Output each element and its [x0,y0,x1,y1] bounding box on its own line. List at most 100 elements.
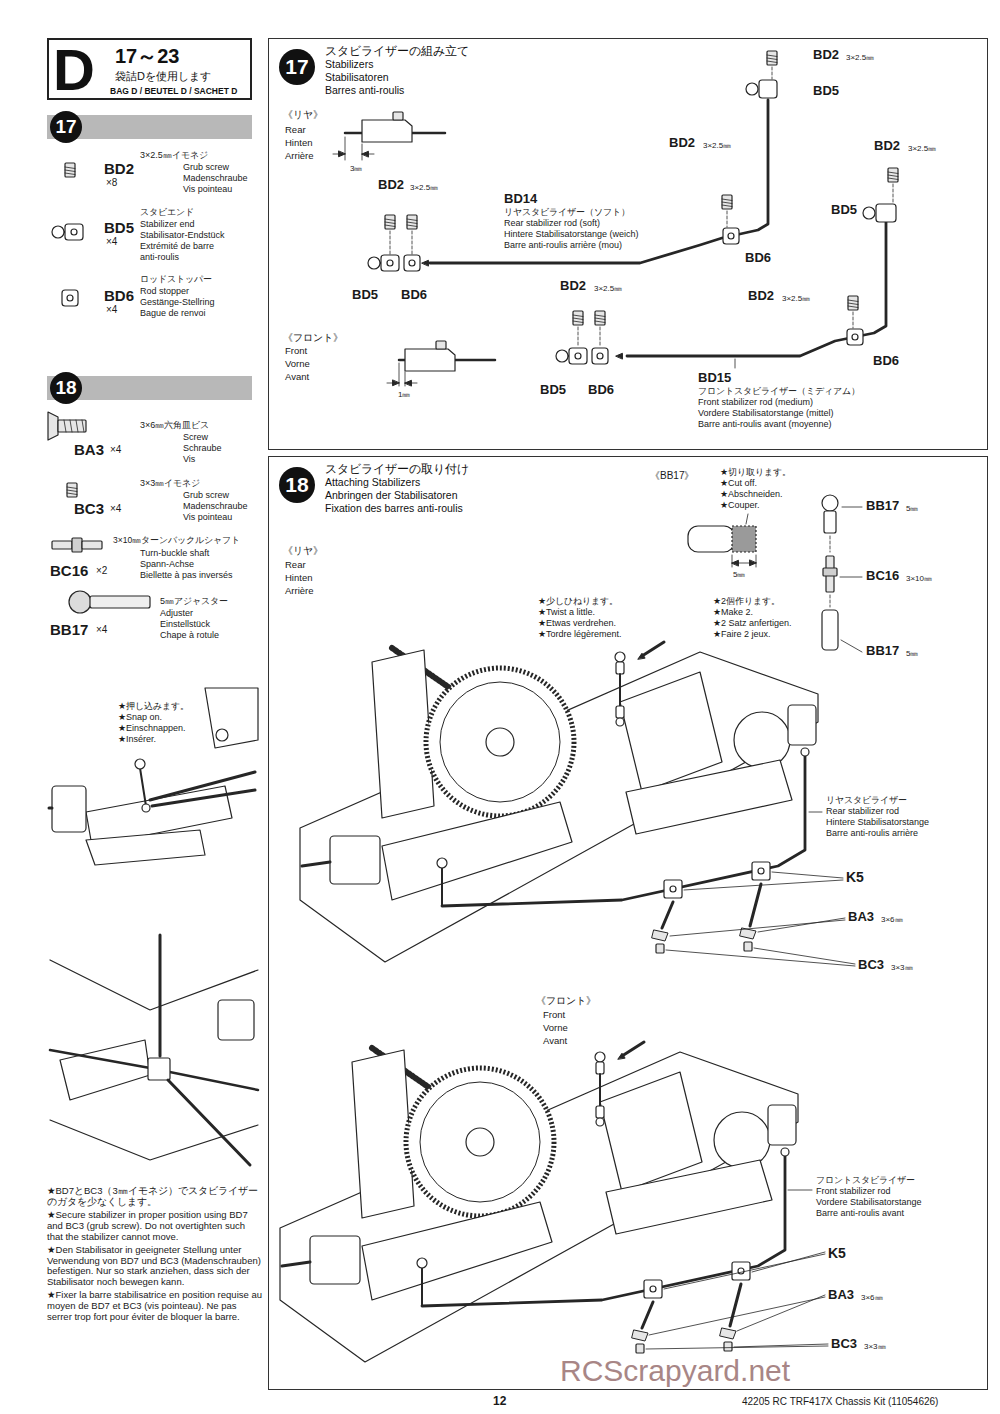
leader-line [649,1297,825,1335]
bulkhead [600,1072,702,1192]
instruction-note: ★押し込みます。 [118,701,189,711]
screw-thread [65,170,75,172]
view-label: 《リヤ》 [283,546,323,557]
part-code: BA3 [848,910,874,925]
part-name: Adjuster [160,608,193,618]
axle [49,807,52,810]
view-label: Rear [285,560,306,571]
stabilizer-rod [422,1152,785,1306]
end-hole [71,229,77,235]
rod-stopper [847,329,863,345]
dimension: 3×2.5㎜ [410,183,438,192]
screw-thread [67,487,77,489]
dimension: 3×2.5㎜ [782,294,810,303]
instruction-note: ★Fixer la barre stabilisatrice en positi… [47,1290,262,1323]
screw-thread [848,303,858,305]
adjuster-body [616,662,624,674]
differential [734,712,790,768]
heading-translation: Anbringen der Stabilisatoren [325,489,458,501]
stabilizer-holder [644,1280,662,1298]
part-name: Madenschraube [183,501,248,511]
step-number: 17 [50,111,82,143]
holder-hole [758,868,764,874]
ball [863,207,875,219]
adjuster-body [824,511,836,533]
suspension-arm [86,830,205,865]
part-code: BD6 [873,354,899,369]
watermark: RCScrapyard.net [560,1354,790,1389]
cut-off-part [732,526,756,552]
part-name: Barre anti-roulis arrière (mou) [504,240,622,250]
end-body [381,255,399,271]
screw-thread [595,318,605,320]
ball [556,350,568,362]
arrow-head [339,151,345,156]
dimension-tick [362,144,363,160]
guide-line [772,67,773,79]
ball [52,226,64,238]
grub-screw [595,311,605,325]
part-code: BD2 [560,279,586,294]
collar-hole [67,295,73,301]
screw-head [652,930,668,941]
part-name: Schraube [183,443,222,453]
grub-screw [407,215,417,229]
screw-shaft [642,1302,653,1328]
heading-text: スタビライザーの組み立て [325,45,469,58]
part-name: Grub screw [183,490,229,500]
ball [746,83,758,95]
ball-end [781,1148,789,1156]
grub-screw [848,296,858,310]
part-code: BD5 [104,219,134,236]
end-body [65,224,83,240]
front-chassis [280,1042,798,1362]
ball-end [615,652,625,662]
leader-line [684,880,843,890]
screw-thread [767,58,777,60]
part-name: 3×10㎜ターンバックルシャフト [113,536,240,546]
screw-thread [722,202,732,204]
grub-screw [636,1344,644,1353]
part-name: ×4 [110,503,121,515]
hex-wrench [168,1080,250,1165]
grub-screw [385,215,395,229]
part-name: Hintere Stabilisatorstange (weich) [504,229,639,239]
screw-thread [65,167,75,169]
screw-thread [82,420,84,432]
screw-thread [65,173,75,175]
instruction-note: ★少しひねります。 [538,596,618,606]
arrow-head [750,560,756,565]
grub-screw-body [722,195,732,209]
part-name: フロントスタビライザー（ミディアム） [698,386,860,396]
stabilizer-holder [752,862,770,880]
part-name: Barre anti-roulis arrière [826,828,918,838]
grub-screw [724,1342,732,1351]
view-label: Rear [285,125,306,136]
view-label: Avant [543,1036,567,1047]
view-label: Avant [285,372,309,383]
part-name: Turn-buckle shaft [140,548,209,558]
dimension: 3×2.5㎜ [594,284,622,293]
instruction-note: ★Insérer. [118,734,156,744]
adjuster-detail [688,526,734,552]
adjuster-body [90,596,150,608]
grub-screw [67,483,77,497]
screw-shaft [662,902,673,928]
step-number-text: 18 [279,467,315,503]
bulkhead [620,672,722,792]
step-panel: スタビライザーの取り付けAttaching StabilizersAnbring… [268,456,988,1390]
part-code: BB17 [866,644,899,659]
shock-tower [205,688,258,748]
heading-translation: 17～23 [115,44,180,68]
holder-hole [670,886,676,892]
view-label: Arrière [285,586,314,597]
collar-body [592,348,608,364]
part-name: Madenschraube [183,173,248,183]
leader-line [842,507,862,508]
turnbuckle-shaft [619,674,621,706]
holder-hole [650,1286,656,1292]
spur-gear-web [420,1082,540,1202]
screw-thread [595,315,605,317]
instruction-note: ★Tordre légèrement. [538,629,622,639]
